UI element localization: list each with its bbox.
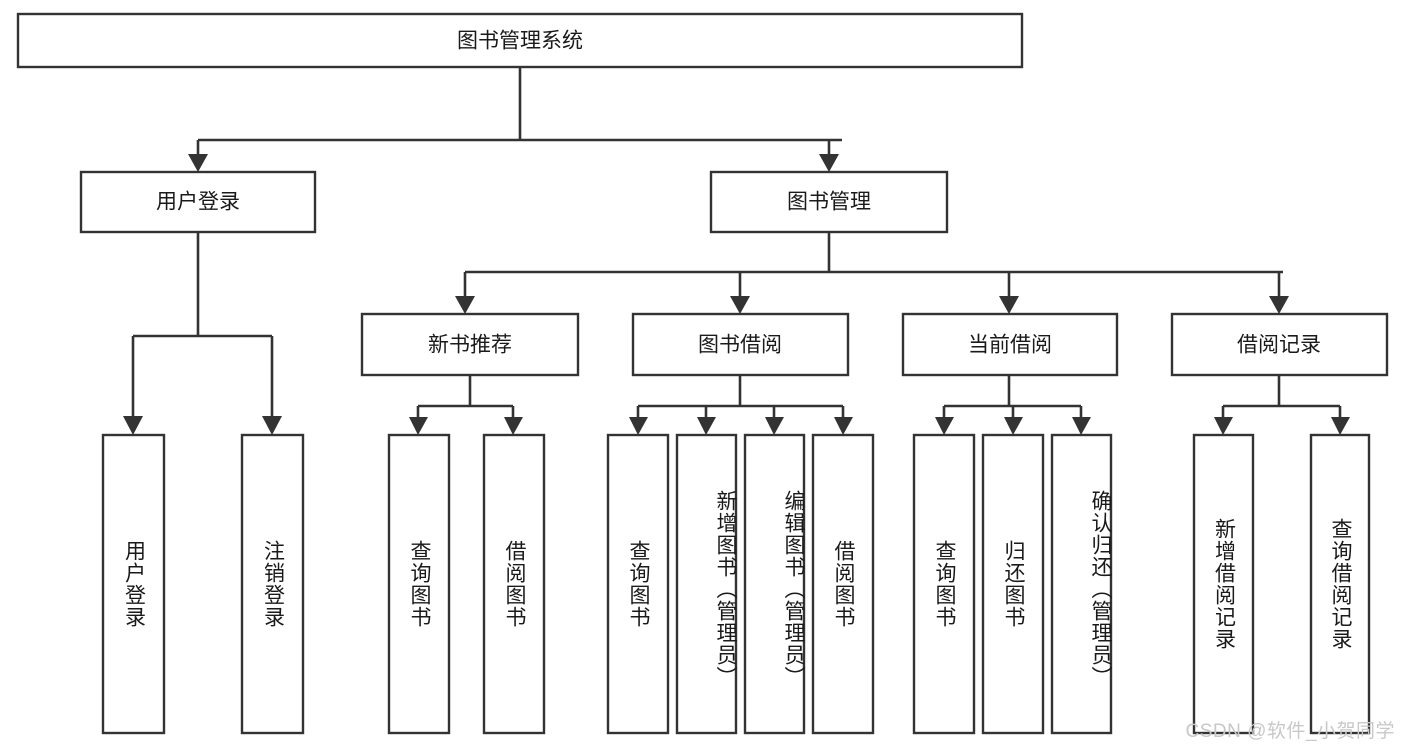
arrow-head-ul-leaf2: [262, 416, 282, 435]
arrow-head-bb-leaf1: [629, 417, 648, 435]
arrow-head-cb-leaf1: [935, 417, 954, 435]
node-root-book-management-system[interactable]: [16, 12, 1024, 69]
arrow-head-br-leaf2: [1331, 417, 1350, 435]
node-current-borrow-label: 当前借阅: [968, 334, 1052, 357]
node-borrow-record-label: 借阅记录: [1237, 334, 1321, 357]
connector-group-borrow-record: [1214, 375, 1350, 435]
arrow-head-borrow: [730, 296, 750, 314]
node-leaf-bb-query-book[interactable]: [606, 433, 670, 735]
arrow-head-br-leaf1: [1214, 417, 1233, 435]
node-book-management[interactable]: [709, 170, 949, 234]
node-new-book-recommend-label: 新书推荐: [428, 334, 512, 357]
arrow-head-nb-leaf2: [504, 417, 523, 435]
node-leaf-bb-add-book-admin[interactable]: [675, 433, 738, 735]
arrow-head-bb-leaf3: [765, 417, 784, 435]
arrow-head-current: [999, 296, 1019, 314]
node-user-login-label: 用户登录: [156, 191, 240, 214]
connector-group-current-borrow: [935, 375, 1091, 435]
node-leaf-nb-query-book[interactable]: [387, 433, 451, 735]
node-leaf-bb-edit-book-admin[interactable]: [743, 433, 806, 735]
node-leaf-br-query-record[interactable]: [1309, 433, 1371, 735]
node-leaf-cb-confirm-return-admin[interactable]: [1050, 433, 1113, 735]
arrow-head-ul-leaf1: [123, 416, 143, 435]
node-leaf-user-logout[interactable]: [240, 433, 305, 735]
connector-group-user-login: [123, 232, 282, 435]
connector-group-book-manage: [455, 232, 1289, 314]
node-leaf-user-login[interactable]: [101, 433, 166, 735]
arrow-head-record: [1269, 296, 1289, 314]
node-book-borrow[interactable]: [631, 312, 850, 377]
node-root-label: 图书管理系统: [457, 30, 583, 53]
node-leaf-cb-return-book[interactable]: [981, 433, 1045, 735]
node-current-borrow[interactable]: [901, 312, 1119, 377]
node-leaf-bb-borrow-book[interactable]: [811, 433, 875, 735]
arrow-head-cb-leaf2: [1004, 417, 1023, 435]
arrow-head-bb-leaf2: [697, 417, 716, 435]
connector-group-book-borrow: [629, 375, 853, 435]
arrow-head-bb-leaf4: [834, 417, 853, 435]
csdn-watermark: CSDN @软件_小贺同学: [1185, 721, 1395, 742]
node-book-borrow-label: 图书借阅: [698, 334, 782, 357]
node-user-login[interactable]: [79, 170, 317, 234]
node-book-management-label: 图书管理: [787, 191, 871, 214]
arrow-head-nb-leaf1: [409, 417, 428, 435]
node-borrow-record[interactable]: [1170, 312, 1389, 377]
node-new-book-recommend[interactable]: [360, 312, 580, 377]
node-leaf-br-add-record[interactable]: [1192, 433, 1255, 735]
connector-group-root: [188, 67, 842, 172]
arrow-head-user-login: [188, 154, 208, 172]
arrow-head-book-manage: [819, 154, 839, 172]
arrow-head-new-book: [455, 296, 475, 314]
node-leaf-nb-borrow-book[interactable]: [482, 433, 546, 735]
node-leaf-cb-query-book[interactable]: [912, 433, 976, 735]
connector-group-new-book: [409, 375, 523, 435]
arrow-head-cb-leaf3: [1072, 417, 1091, 435]
